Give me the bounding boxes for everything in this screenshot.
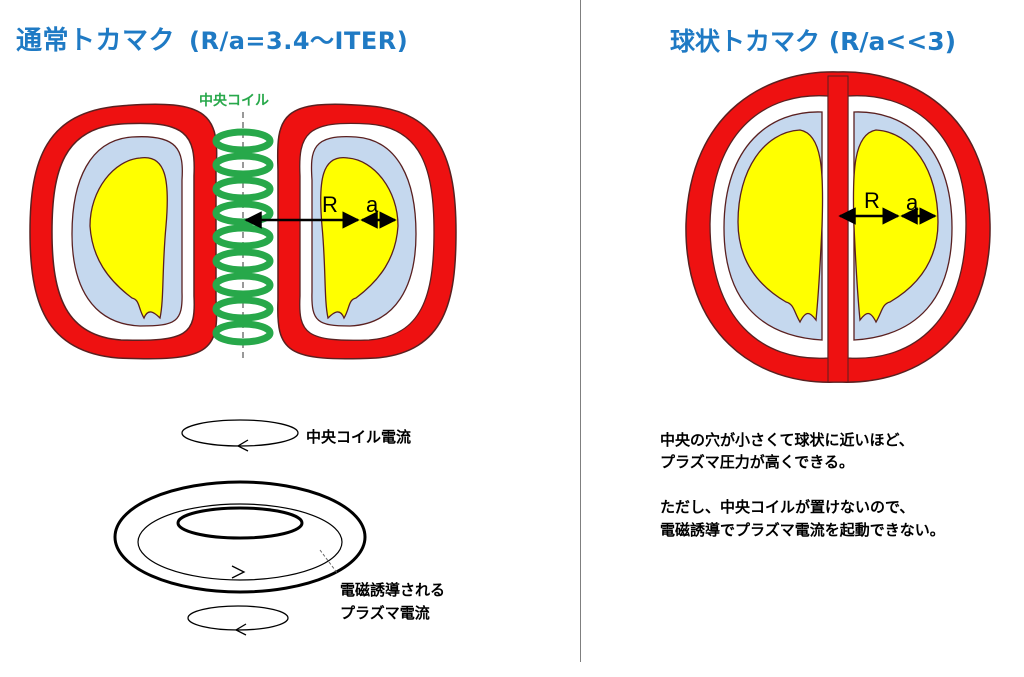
coil-ring xyxy=(212,176,274,202)
spherical-minor-radius-label: a xyxy=(906,190,919,215)
title-spherical-tokamak: 球状トカマク (R/a<<3) xyxy=(670,27,957,56)
coil-ring xyxy=(212,296,274,322)
spherical-plasma-left xyxy=(737,129,824,324)
coil-ring xyxy=(212,272,274,298)
coil-current-label: 中央コイル電流 xyxy=(306,428,412,446)
plasma-current-pointer xyxy=(319,549,339,575)
spherical-tokamak: R a xyxy=(685,71,991,383)
title-conventional-tokamak: 通常トカマク (R/a=3.4〜ITER) xyxy=(16,20,408,57)
current-illustration xyxy=(113,419,367,636)
central-coil xyxy=(212,128,274,346)
coil-ring xyxy=(212,248,274,274)
plasma-current-arrow-icon xyxy=(231,565,246,579)
coil-current-arrow-bottom-icon xyxy=(234,623,247,636)
coil-current-loop xyxy=(181,419,299,447)
torus-inner-hole xyxy=(176,506,304,540)
title-conventional-aspect-ratio: (R/a=3.4〜ITER) xyxy=(189,27,409,55)
coil-current-arrow-icon xyxy=(236,439,249,452)
spherical-center-post xyxy=(827,75,849,383)
conventional-tokamak: R a xyxy=(29,103,457,362)
spherical-plasma-right xyxy=(852,129,939,324)
torus-outer xyxy=(113,480,367,594)
coil-ring xyxy=(212,320,274,346)
center-divider xyxy=(580,0,581,662)
plasma-current-label-line2: プラズマ電流 xyxy=(340,604,430,622)
coil-current-loop-bottom xyxy=(187,605,289,631)
plasma-current-path xyxy=(137,503,343,581)
minor-radius-label: a xyxy=(366,192,379,217)
title-conventional-main: 通常トカマク xyxy=(16,26,176,56)
plasma-current-label-line1: 電磁誘導される xyxy=(340,581,446,599)
coil-ring xyxy=(212,128,274,154)
coil-ring xyxy=(212,152,274,178)
note-line-3: ただし、中央コイルが置けないので、 xyxy=(660,498,915,516)
spherical-major-radius-label: R xyxy=(864,188,880,213)
central-coil-label: 中央コイル xyxy=(199,93,269,109)
coil-ring xyxy=(212,224,274,250)
major-radius-label: R xyxy=(322,192,338,217)
plasma-left xyxy=(89,157,168,320)
note-line-4: 電磁誘導でプラズマ電流を起動できない。 xyxy=(660,521,945,539)
note-line-1: 中央の穴が小さくて球状に近いほど、 xyxy=(660,431,914,449)
note-line-2: プラズマ圧力が高くできる。 xyxy=(660,453,854,471)
